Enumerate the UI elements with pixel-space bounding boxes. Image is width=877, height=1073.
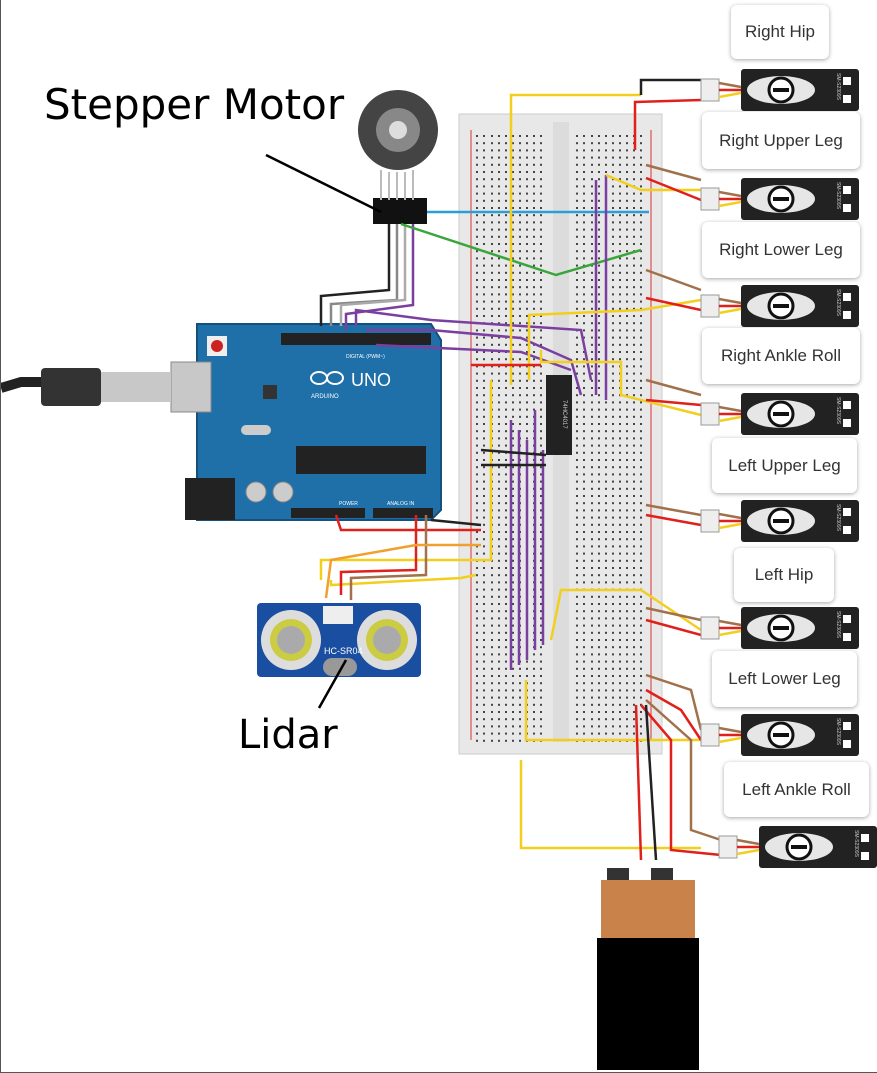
- breadboard: [458, 113, 663, 755]
- usb-cable: [1, 368, 171, 406]
- ic-chip: 74HC4017: [546, 375, 572, 455]
- servo-model-text: SM-S2309S: [835, 289, 841, 317]
- hc-sr04-part-text: HC-SR04: [324, 646, 363, 656]
- battery-9v: [597, 868, 699, 1070]
- arduino-model-text: UNO: [351, 370, 391, 390]
- arduino-uno-board: UNO ARDUINO DIGITAL (PWM~) POWER ANALOG …: [170, 323, 442, 521]
- servo-label: Right Ankle Roll: [702, 328, 860, 384]
- servo-model-text: SM-S2309S: [835, 182, 841, 210]
- arduino-logo-icon: [310, 371, 344, 385]
- arduino-brand-text: ARDUINO: [311, 394, 339, 400]
- servo-motor: SM-S2309S: [718, 826, 877, 868]
- hc-sr04-sensor: HC-SR04: [257, 603, 421, 677]
- stepper-motor: [358, 90, 438, 224]
- servo-motor: SM-S2309S: [700, 393, 859, 435]
- servo-layer: SM-S2309S SM-S2309S SM-S2309S SM-S2309S SM-S…: [700, 69, 877, 868]
- arduino-power-header: POWER: [339, 501, 358, 507]
- servo-model-text: SM-S2309S: [835, 611, 841, 639]
- power-wires: [324, 78, 722, 861]
- servo-motor: SM-S2309S: [700, 500, 859, 542]
- servo-motor: SM-S2309S: [700, 285, 859, 327]
- servo-label: Right Upper Leg: [702, 112, 860, 169]
- servo-label: Right Hip: [731, 5, 829, 59]
- servo-model-text: SM-S2309S: [853, 830, 859, 858]
- servo-model-text: SM-S2309S: [835, 397, 841, 425]
- servo-label: Left Hip: [734, 548, 834, 602]
- servo-model-text: SM-S2309S: [835, 73, 841, 101]
- servo-motor: SM-S2309S: [700, 178, 859, 220]
- stepper-pointer-line: [265, 153, 382, 214]
- yellow-signal-wires: [319, 93, 702, 850]
- lidar-label: Lidar: [238, 712, 338, 758]
- stepper-motor-label: Stepper Motor: [44, 80, 345, 129]
- servo-motor: SM-S2309S: [700, 69, 859, 111]
- servo-label: Left Lower Leg: [712, 651, 857, 707]
- lidar-pointer-line: [317, 659, 348, 709]
- purple-signal-wires: [354, 175, 608, 670]
- servo-motor: SM-S2309S: [700, 607, 859, 649]
- servo-label: Left Ankle Roll: [724, 762, 869, 817]
- servo-model-text: SM-S2309S: [835, 504, 841, 532]
- servo-motor: SM-S2309S: [700, 714, 859, 756]
- ic-part-text: 74HC4017: [561, 400, 567, 429]
- servo-label: Left Upper Leg: [712, 438, 857, 493]
- servo-label: Right Lower Leg: [702, 222, 860, 278]
- stepper-wires: [319, 210, 649, 330]
- arduino-digital-header: DIGITAL (PWM~): [346, 354, 385, 360]
- arduino-analog-header: ANALOG IN: [387, 501, 415, 507]
- servo-model-text: SM-S2309S: [835, 718, 841, 746]
